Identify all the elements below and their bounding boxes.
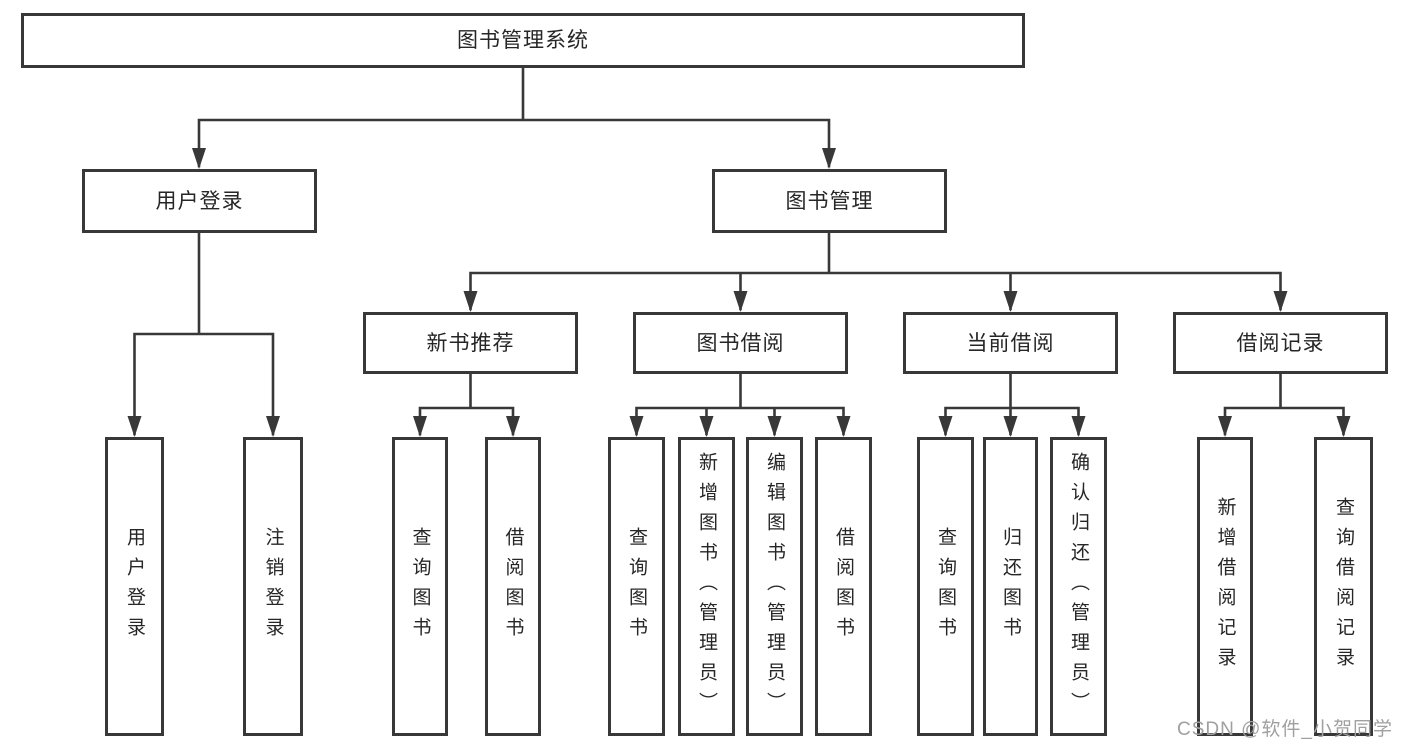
node-label: 注销登录 — [262, 526, 284, 647]
node-current-borrow: 当前借阅 — [903, 312, 1118, 374]
node-new-book-recommend: 新书推荐 — [363, 312, 578, 374]
node-label: 查询图书 — [409, 526, 431, 647]
node-user-login: 用户登录 — [82, 169, 317, 233]
arrowheads — [127, 148, 1351, 437]
leaf-query-books-3: 查询图书 — [917, 437, 974, 736]
node-book-borrow: 图书借阅 — [633, 312, 848, 374]
node-label: 借阅图书 — [502, 526, 524, 647]
leaf-logout: 注销登录 — [243, 437, 303, 736]
node-label: 用户登录 — [124, 526, 145, 647]
leaf-query-books-1: 查询图书 — [392, 437, 448, 736]
node-label: 图书管理系统 — [457, 29, 589, 52]
leaf-borrow-books-1: 借阅图书 — [485, 437, 541, 736]
node-label: 图书借阅 — [696, 331, 785, 355]
node-book-management: 图书管理 — [712, 169, 947, 233]
node-label: 新书推荐 — [426, 331, 515, 355]
leaf-add-book-admin: 新增图书（管理员） — [678, 437, 735, 736]
node-label: 确认归还（管理员） — [1068, 451, 1089, 722]
node-system-root: 图书管理系统 — [21, 13, 1025, 68]
node-label: 图书管理 — [785, 189, 874, 213]
leaf-borrow-books-2: 借阅图书 — [815, 437, 872, 736]
csdn-watermark: CSDN @软件_小贺同学 — [1177, 719, 1393, 740]
node-label: 用户登录 — [155, 189, 244, 213]
leaf-confirm-return-admin: 确认归还（管理员） — [1050, 437, 1107, 736]
leaf-query-borrow-record: 查询借阅记录 — [1314, 437, 1373, 736]
leaf-return-book: 归还图书 — [983, 437, 1038, 736]
leaf-add-borrow-record: 新增借阅记录 — [1197, 437, 1253, 736]
node-label: 新增图书（管理员） — [696, 451, 717, 722]
node-label: 当前借阅 — [966, 331, 1055, 355]
node-label: 新增借阅记录 — [1214, 496, 1236, 677]
node-label: 查询图书 — [626, 526, 647, 647]
node-label: 编辑图书（管理员） — [764, 451, 785, 722]
leaf-query-books-2: 查询图书 — [608, 437, 665, 736]
node-label: 借阅记录 — [1236, 331, 1325, 355]
node-borrow-records: 借阅记录 — [1173, 312, 1388, 374]
node-label: 归还图书 — [1000, 526, 1021, 647]
node-label: 查询借阅记录 — [1333, 496, 1354, 677]
node-label: 查询图书 — [935, 526, 956, 647]
node-label: 借阅图书 — [833, 526, 854, 647]
leaf-user-login: 用户登录 — [105, 437, 164, 736]
leaf-edit-book-admin: 编辑图书（管理员） — [746, 437, 803, 736]
